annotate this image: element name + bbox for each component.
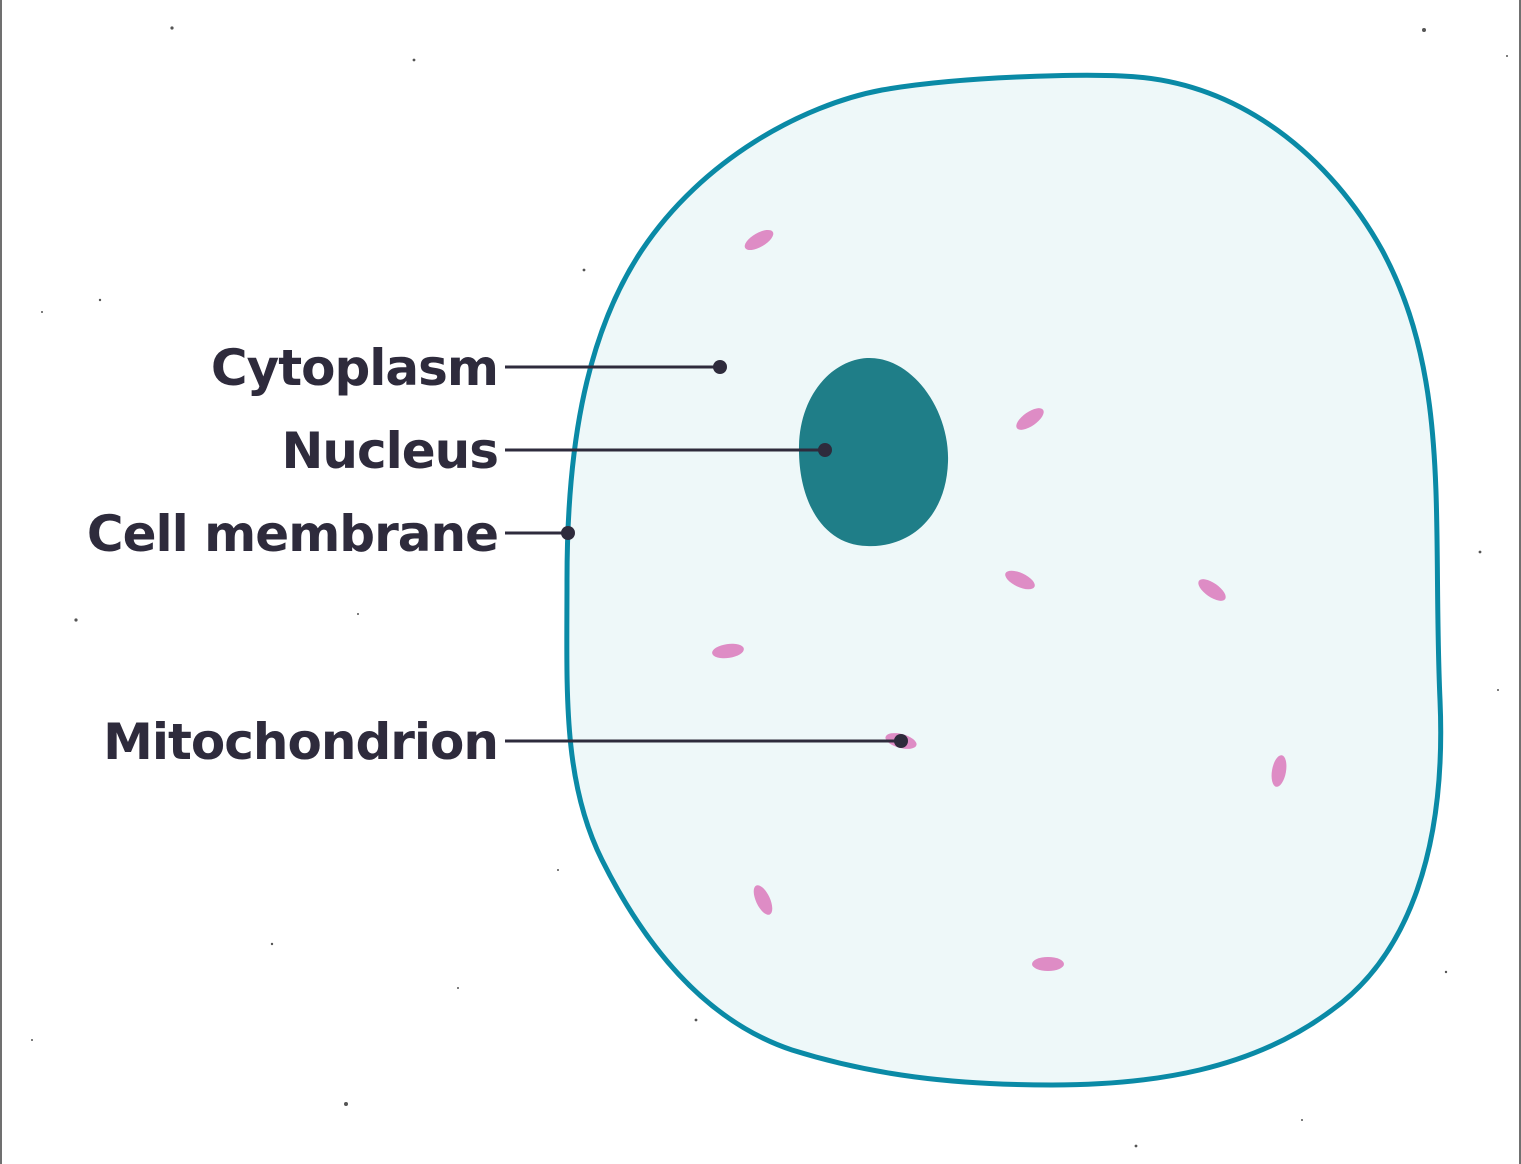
mitochondrion-label: Mitochondrion xyxy=(103,713,498,771)
mitochondrion xyxy=(1032,957,1064,971)
mitochondrion xyxy=(1016,408,1044,430)
mitochondrion xyxy=(1198,579,1226,601)
nucleus-pointer-dot xyxy=(818,443,832,457)
mitochondrion xyxy=(753,885,773,915)
cell-membrane-pointer-dot xyxy=(561,526,575,540)
leader-dots xyxy=(561,360,908,748)
leader-lines xyxy=(505,365,901,743)
cell-membrane-label: Cell membrane xyxy=(87,505,498,563)
mitochondrion xyxy=(1271,755,1287,787)
mitochondrion-pointer-dot xyxy=(894,734,908,748)
nucleus-label: Nucleus xyxy=(282,422,499,480)
nucleus xyxy=(798,357,949,547)
background-speckles xyxy=(31,26,1508,1148)
labels: Cytoplasm Nucleus Cell membrane Mitochon… xyxy=(87,339,499,771)
mitochondrion xyxy=(712,643,744,659)
mitochondrion xyxy=(744,229,774,251)
mitochondrion xyxy=(1005,570,1035,590)
cell-membrane xyxy=(564,72,1444,1088)
cytoplasm-pointer-dot xyxy=(713,360,727,374)
cytoplasm-label: Cytoplasm xyxy=(211,339,498,397)
